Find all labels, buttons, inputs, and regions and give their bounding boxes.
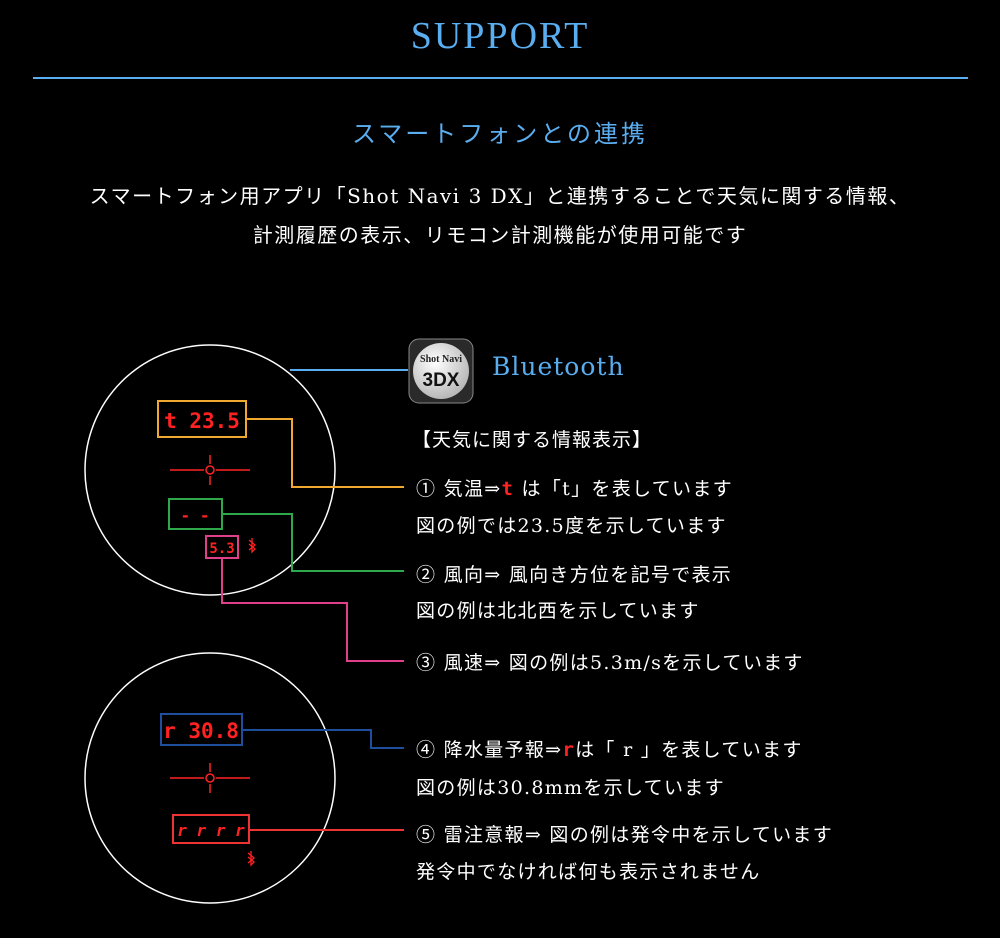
item-rain-line2: 図の例は30.8mmを示しています (416, 777, 725, 799)
crosshair-icon (170, 455, 250, 485)
rain-glyph: r (562, 739, 576, 761)
connector-wind-direction (222, 513, 404, 572)
intro-line-1: スマートフォン用アプリ「Shot Navi 3 DX」と連携することで天気に関す… (89, 184, 911, 208)
app-icon-version: 3DX (423, 370, 460, 391)
viewfinder-circle-bottom (84, 652, 336, 904)
title-divider (33, 77, 968, 79)
connector-rain (242, 729, 404, 749)
item-thunder-line1: ⑤ 雷注意報⇒ 図の例は発令中を示しています (416, 824, 834, 846)
bluetooth-icon (247, 851, 256, 867)
connector-wind-speed (221, 558, 404, 662)
connector-temperature (246, 418, 404, 488)
intro-line-2: 計測履歴の表示、リモコン計測機能が使用可能です (252, 223, 748, 247)
weather-heading: 【天気に関する情報表示】 (412, 429, 653, 451)
item-wind-direction-line2: 図の例は北北西を示しています (416, 600, 700, 622)
bluetooth-icon (248, 538, 257, 554)
viewfinder-circle-top (84, 344, 336, 596)
wind-speed-readout: 5.3 (209, 541, 234, 557)
item-temperature-line1: ① 気温⇒t は「t」を表しています (416, 478, 733, 500)
item-temperature-line2: 図の例では23.5度を示しています (416, 515, 727, 537)
page-title: SUPPORT (410, 15, 590, 57)
section-subtitle: スマートフォンとの連携 (351, 120, 649, 148)
item-rain-line1: ④ 降水量予報⇒rは「 r 」を表しています (416, 739, 803, 761)
item-wind-direction-line1: ② 風向⇒ 風向き方位を記号で表示 (416, 564, 733, 586)
bluetooth-label: Bluetooth (492, 352, 625, 381)
temperature-readout: t 23.5 (164, 409, 240, 433)
shotnavi-3dx-app-icon: Shot Navi 3DX (408, 338, 474, 404)
crosshair-icon (170, 763, 250, 793)
temperature-glyph: t (501, 478, 515, 500)
rain-readout: r 30.8 (163, 719, 239, 743)
wind-direction-readout: - - (181, 506, 210, 525)
thunder-readout: r r r r (177, 821, 245, 840)
item-wind-speed-line1: ③ 風速⇒ 図の例は5.3m/sを示しています (416, 652, 804, 674)
item-thunder-line2: 発令中でなければ何も表示されません (416, 861, 761, 883)
app-icon-name: Shot Navi (420, 354, 462, 365)
